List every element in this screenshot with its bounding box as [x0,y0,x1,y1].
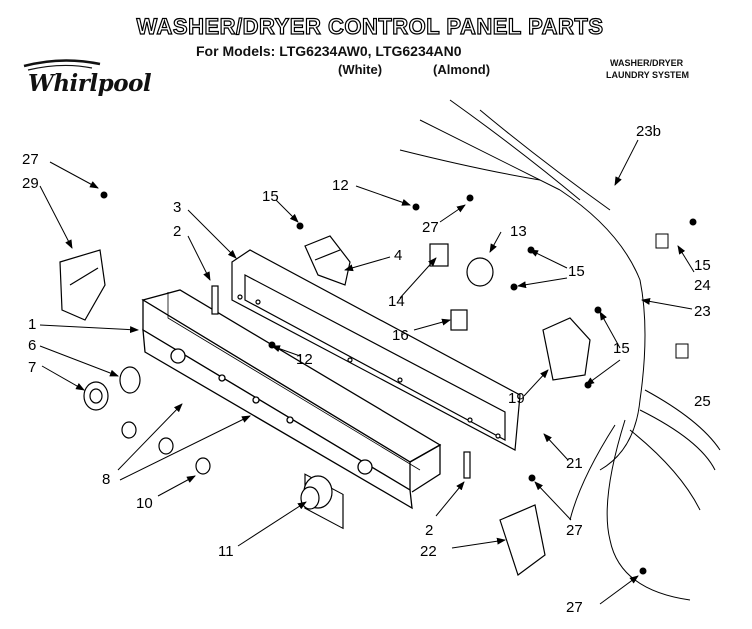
callout-labels: 27 29 3 2 15 12 27 13 15 23b 4 14 1 16 6… [22,123,711,616]
end-cap-left [59,249,106,321]
callout-15: 15 [568,263,585,280]
part-24-clip [655,233,669,249]
callout-27: 27 [566,522,583,539]
brand-name: Whirlpool [28,70,152,97]
control-board [542,317,591,381]
callout-27: 27 [422,219,439,236]
callout-21: 21 [566,455,583,472]
part-25-clip [675,343,689,359]
control-bracket [231,249,521,530]
callout-14: 14 [388,293,405,310]
variant-white: (White) [338,62,383,77]
spacer-post [211,285,471,479]
callout-7: 7 [28,359,36,376]
callout-22: 22 [420,543,437,560]
callout-2: 2 [425,522,433,539]
timer-module [304,235,351,286]
callout-27: 27 [22,151,39,168]
callout-12: 12 [332,177,349,194]
callout-4: 4 [394,247,402,264]
variant-almond: (Almond) [433,62,491,77]
system-label-line1: WASHER/DRYER [610,58,684,68]
callout-23b: 23b [636,123,661,140]
callout-19: 19 [508,390,525,407]
diagram-title: WASHER/DRYER CONTROL PANEL PARTS [136,13,604,39]
callout-12: 12 [296,351,313,368]
callout-23: 23 [694,303,711,320]
callout-24: 24 [694,277,711,294]
callout-25: 25 [694,393,711,410]
callout-1: 1 [28,316,36,333]
callout-15: 15 [613,340,630,357]
end-cap-right [499,504,546,576]
leader-arrows [39,139,695,605]
callout-13: 13 [510,223,527,240]
callout-29: 29 [22,175,39,192]
screws [100,191,697,575]
system-label-line2: LAUNDRY SYSTEM [606,70,690,80]
callout-15: 15 [694,257,711,274]
callout-27: 27 [566,599,583,616]
knob-assemblies [83,366,333,510]
callout-10: 10 [136,495,153,512]
callout-2: 2 [173,223,181,240]
callout-15: 15 [262,188,279,205]
switches [429,243,494,331]
models-line: For Models: LTG6234AW0, LTG6234AN0 [196,43,462,59]
callout-8: 8 [102,471,110,488]
console-panel [141,289,442,510]
callout-11: 11 [218,543,234,560]
callout-16: 16 [392,327,409,344]
whirlpool-logo-icon [23,59,101,71]
wire-harness [399,99,721,601]
callout-6: 6 [28,337,36,354]
callout-3: 3 [173,199,181,216]
